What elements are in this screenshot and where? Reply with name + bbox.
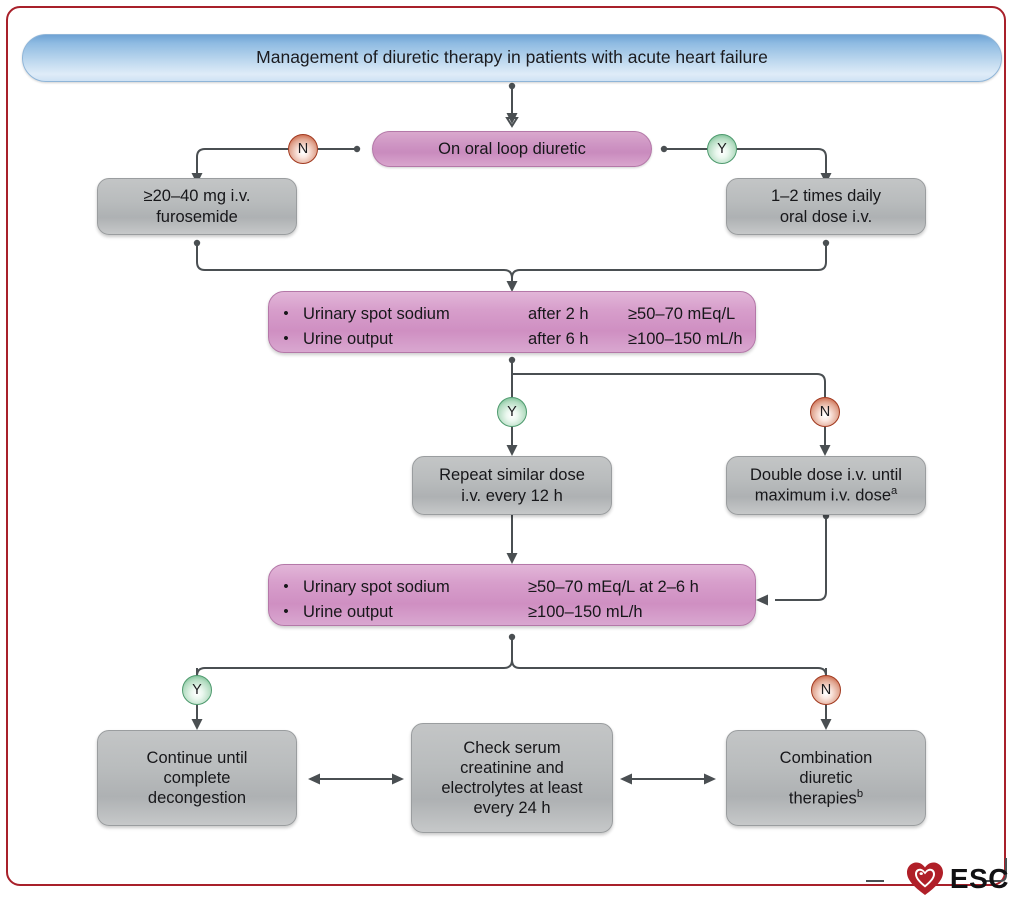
box-line: i.v. every 12 h <box>461 486 563 505</box>
box-combination-diuretic[interactable]: Combination diuretic therapiesb <box>726 730 926 826</box>
chart-title: Management of diuretic therapy in patien… <box>22 34 1002 82</box>
arrowhead <box>505 117 519 128</box>
box-line: Double dose i.v. until <box>750 466 902 485</box>
arrowhead-repeat-box <box>506 445 518 456</box>
box-line: Combination <box>779 748 873 767</box>
box-iv-furosemide[interactable]: ≥20–40 mg i.v. furosemide <box>97 178 297 235</box>
bullet-icon: • <box>283 305 289 323</box>
criteria-label: Urine output <box>303 330 393 349</box>
criteria-label: Urinary spot sodium <box>303 305 450 324</box>
box-line: therapies <box>788 789 857 808</box>
wire-n-down <box>196 148 288 176</box>
arrowhead-right <box>704 773 716 785</box>
badge-yes-criteria2[interactable]: Y <box>182 675 212 705</box>
footnote-marker-b: b <box>856 787 864 800</box>
bullet-icon: • <box>283 603 289 621</box>
wire-dot <box>660 145 668 153</box>
arrowhead-title <box>506 113 518 124</box>
badge-no-decision1[interactable]: N <box>288 134 318 164</box>
wire-dot <box>508 356 516 364</box>
wire-criteria1-right-n <box>512 373 826 397</box>
wire-criteria2-right <box>511 659 827 677</box>
wire-double-to-criteria2 <box>775 516 827 601</box>
box-double-dose[interactable]: Double dose i.v. until maximum i.v. dose… <box>726 456 926 515</box>
esc-wordmark: ESC <box>949 863 1009 894</box>
criteria-box-1[interactable]: • Urinary spot sodium after 2 h ≥50–70 m… <box>268 291 756 353</box>
decision-on-oral-loop-diuretic[interactable]: On oral loop diuretic <box>372 131 652 167</box>
box-line: Check serum <box>463 738 561 757</box>
arrowhead-criteria2 <box>506 553 518 564</box>
box-line: creatinine and <box>460 758 564 777</box>
esc-logo: ESC <box>905 861 1009 897</box>
criteria-value: ≥50–70 mEq/L <box>628 305 736 324</box>
arrowhead-left <box>308 773 320 785</box>
box-oral-dose-iv[interactable]: 1–2 times daily oral dose i.v. <box>726 178 926 235</box>
box-line: 1–2 times daily <box>770 187 882 206</box>
wire-dot <box>353 145 361 153</box>
badge-yes-decision1[interactable]: Y <box>707 134 737 164</box>
box-line: Repeat similar dose <box>439 466 585 485</box>
arrowhead-left <box>620 773 632 785</box>
box-line: complete <box>163 768 231 787</box>
wire-merge-left <box>196 243 513 284</box>
box-line: Continue until <box>146 748 248 767</box>
box-check-serum-creatinine[interactable]: Check serum creatinine and electrolytes … <box>411 723 613 833</box>
box-line-with-superscript: therapiesb <box>789 788 863 809</box>
box-line: diuretic <box>799 768 853 787</box>
arrowhead-combination-box <box>820 719 832 730</box>
box-line: ≥20–40 mg i.v. <box>143 187 251 206</box>
wire-dot <box>508 633 516 641</box>
arrowhead-continue-box <box>191 719 203 730</box>
box-repeat-similar-dose[interactable]: Repeat similar dose i.v. every 12 h <box>412 456 612 515</box>
criteria-row: • Urinary spot sodium ≥50–70 mEq/L at 2–… <box>269 575 755 600</box>
box-line: electrolytes at least <box>441 779 583 797</box>
badge-yes-criteria1[interactable]: Y <box>497 397 527 427</box>
criteria-row: • Urinary spot sodium after 2 h ≥50–70 m… <box>269 302 755 327</box>
box-line-with-superscript: maximum i.v. dosea <box>755 485 898 506</box>
badge-no-criteria2[interactable]: N <box>811 675 841 705</box>
box-continue-decongestion[interactable]: Continue until complete decongestion <box>97 730 297 826</box>
box-line: decongestion <box>147 789 247 808</box>
wire-criteria2-left <box>196 637 513 677</box>
criteria-label: Urine output <box>303 603 393 622</box>
criteria-timing: after 6 h <box>528 330 589 349</box>
wire-dot <box>193 239 201 247</box>
arrowhead-right <box>392 773 404 785</box>
box-line: furosemide <box>156 207 238 226</box>
criteria-value: ≥50–70 mEq/L at 2–6 h <box>528 578 699 597</box>
arrowhead-criteria2-side <box>756 594 768 606</box>
footnote-marker-a: a <box>891 485 898 498</box>
bullet-icon: • <box>283 330 289 348</box>
wire-dot <box>508 82 516 90</box>
criteria-row: • Urine output after 6 h ≥100–150 mL/h <box>269 327 755 352</box>
box-line: oral dose i.v. <box>779 207 873 226</box>
criteria-box-2[interactable]: • Urinary spot sodium ≥50–70 mEq/L at 2–… <box>268 564 756 626</box>
bullet-icon: • <box>283 578 289 596</box>
criteria-timing: after 2 h <box>528 305 589 324</box>
badge-no-criteria1[interactable]: N <box>810 397 840 427</box>
criteria-label: Urinary spot sodium <box>303 578 450 597</box>
arrowhead-double-box <box>819 445 831 456</box>
criteria-value: ≥100–150 mL/h <box>628 330 743 349</box>
box-line: maximum i.v. dose <box>754 486 892 505</box>
wire-merge-right <box>511 243 827 284</box>
esc-heart-icon <box>906 862 943 895</box>
box-line: every 24 h <box>473 799 551 818</box>
criteria-row: • Urine output ≥100–150 mL/h <box>269 600 755 625</box>
wire-dot <box>822 239 830 247</box>
wire-y-down <box>737 148 827 176</box>
criteria-value: ≥100–150 mL/h <box>528 603 643 622</box>
